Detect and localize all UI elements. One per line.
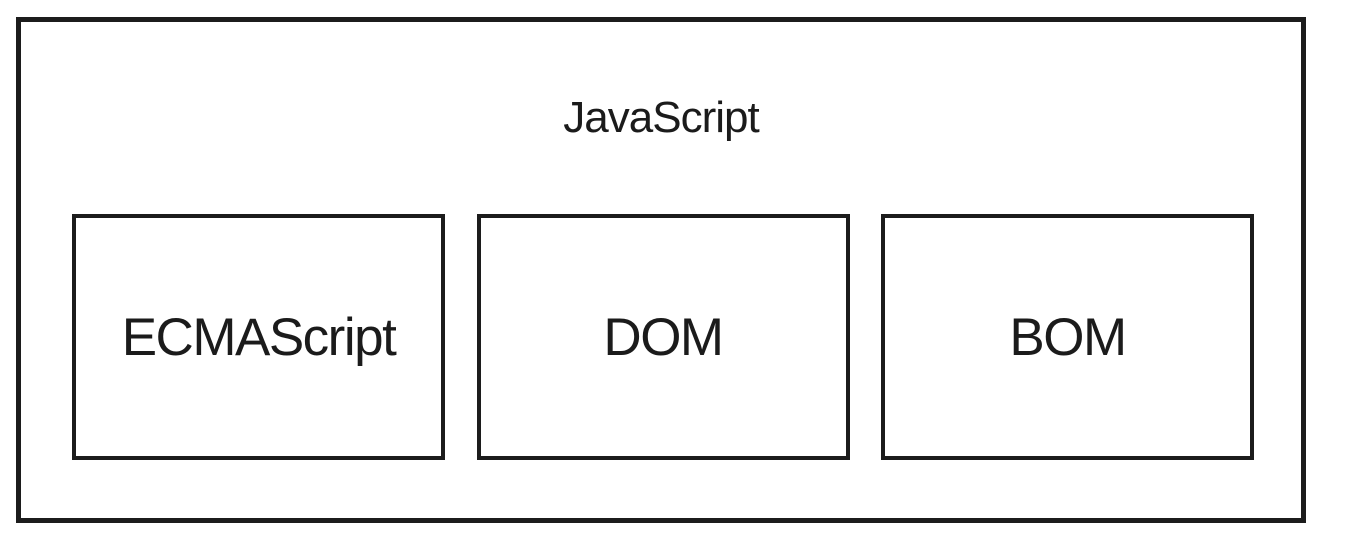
component-box-dom: DOM bbox=[476, 214, 850, 460]
diagram-title: JavaScript bbox=[563, 93, 759, 142]
component-box-bom: BOM bbox=[881, 214, 1254, 460]
component-label-ecmascript: ECMAScript bbox=[121, 307, 397, 367]
javascript-container-box: JavaScript ECMAScript DOM BOM bbox=[16, 17, 1306, 523]
title-row: JavaScript bbox=[21, 22, 1301, 214]
component-label-bom: BOM bbox=[1009, 307, 1127, 367]
component-label-dom: DOM bbox=[603, 307, 724, 367]
components-row: ECMAScript DOM BOM bbox=[21, 214, 1301, 460]
component-box-ecmascript: ECMAScript bbox=[72, 214, 445, 460]
